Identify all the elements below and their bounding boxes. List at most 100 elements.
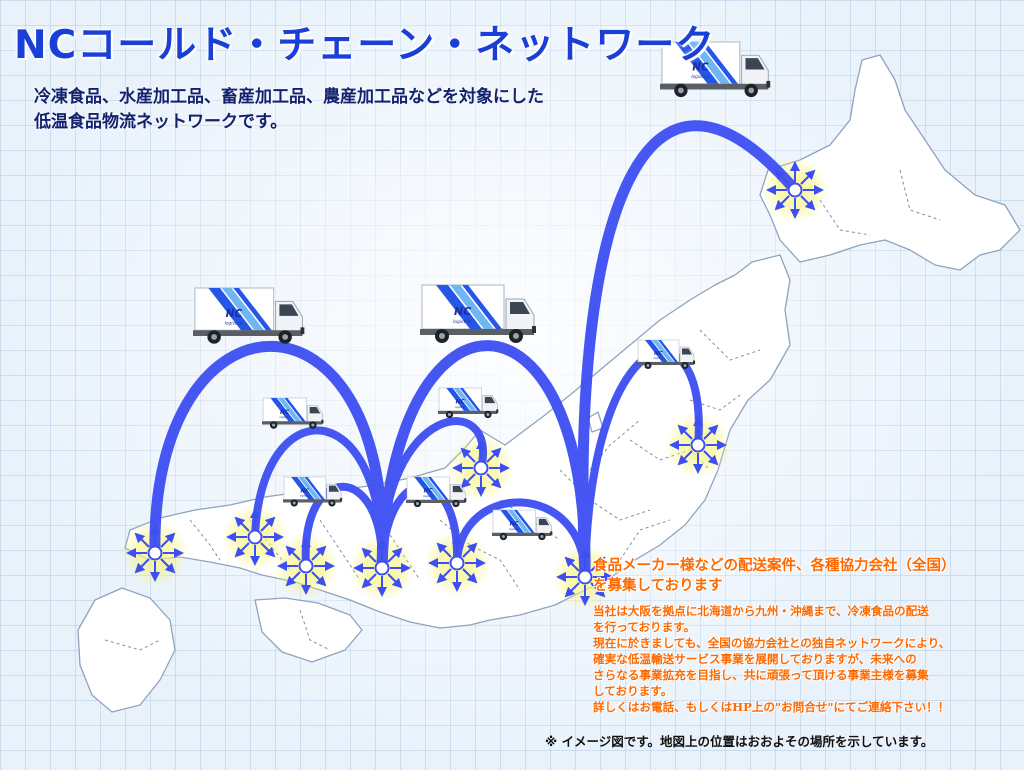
svg-text:logistics: logistics [279,416,289,419]
hub-node-icon [669,416,727,474]
hub-node-icon [452,439,510,497]
recruit-body-line: を行っております。 [593,620,696,634]
svg-text:logistics: logistics [654,357,664,360]
recruit-body-line: 現在に於きましても、全国の協力会社との独自ネットワークにより、 [593,636,951,650]
shikoku-shape [254,597,363,663]
direction-arrow-icon [387,573,403,589]
direction-arrow-icon [774,169,790,185]
recruit-body: 当社は大阪を拠点に北海道から九州・沖縄まで、冷凍食品の配送 を行っております。 … [593,603,1013,715]
direction-arrow-icon [160,558,176,574]
truck-icon: NC logistics [283,476,343,507]
footnote: ※ イメージ図です。地図上の位置はおおよその場所を示しています。 [545,734,934,749]
direction-arrow-icon [361,573,377,589]
direction-arrow-icon [800,195,816,211]
svg-text:logistics: logistics [225,320,243,326]
direction-arrow-icon [703,450,719,466]
direction-arrow-icon [460,447,476,463]
truck-icon: NC logistics [660,41,771,98]
recruit-heading: 食品メーカー様などの配送案件、各種協力会社（全国） を募集しております [593,556,1018,596]
direction-arrow-icon [590,582,606,598]
svg-text:logistics: logistics [509,528,519,531]
route-arc-hokkaido [577,120,801,583]
svg-text:logistics: logistics [691,74,709,80]
recruit-heading-line: 食品メーカー様などの配送案件、各種協力会社（全国） [593,558,956,574]
svg-text:NC: NC [300,488,310,494]
direction-arrow-icon [160,532,176,548]
direction-arrow-icon [462,568,478,584]
svg-text:NC: NC [510,522,520,528]
svg-text:NC: NC [456,400,466,406]
direction-arrow-icon [486,473,502,489]
direction-arrow-icon [703,424,719,440]
direction-arrow-icon [564,556,580,572]
svg-text:logistics: logistics [423,495,433,498]
truck-icon: NC logistics [492,509,553,541]
svg-text:NC: NC [424,489,434,495]
svg-text:logistics: logistics [455,406,465,409]
direction-arrow-icon [260,542,276,558]
route-arc-kyushu [149,341,388,574]
route-arc-chugoku [251,426,387,572]
svg-text:logistics: logistics [453,319,472,325]
recruit-heading-line: を募集しております [593,578,723,594]
svg-text:NC: NC [692,62,709,74]
svg-text:NC: NC [280,410,290,416]
route-arc-tokai [453,498,589,581]
truck-icon: NC logistics [406,476,467,508]
direction-arrow-icon [285,571,301,587]
direction-arrow-icon [311,545,327,561]
route-arc-shikoku [301,482,387,572]
hub-node-icon [353,539,411,597]
svg-text:logistics: logistics [300,494,310,497]
direction-arrow-icon [285,545,301,561]
subtitle-line: 低温食品物流ネットワークです。 [34,112,288,132]
page-subtitle: 冷凍食品、水産加工品、畜産加工品、農産加工品などを対象にした 低温食品物流ネット… [34,85,654,135]
truck-icon: NC logistics [420,284,536,343]
recruit-body-line: 確実な低温輸送サービス事業を展開しておりますが、未来への [593,652,917,666]
kyushu-shape [77,587,176,713]
recruit-body-line: 詳しくはお電話、もしくはHP上の"お問合せ"にてご連絡下さい！！ [593,700,950,714]
hub-node-icon [428,534,486,592]
direction-arrow-icon [462,542,478,558]
direction-arrow-icon [234,516,250,532]
hub-node-icon [766,161,824,219]
truck-icon: NC logistics [262,397,324,429]
hub-nodes [126,161,824,606]
truck-icon: NC logistics [438,387,499,419]
trucks: NC logistics NC logistics [193,41,771,541]
direction-arrow-icon [677,424,693,440]
direction-arrow-icon [564,582,580,598]
hub-node-icon [126,524,184,582]
truck-icon: NC logistics [637,339,695,369]
direction-arrow-icon [134,558,150,574]
direction-arrow-icon [800,169,816,185]
direction-arrow-icon [436,542,452,558]
recruit-body-line: しております。 [593,684,673,698]
direction-arrow-icon [486,447,502,463]
direction-arrow-icon [311,571,327,587]
japan-map [77,54,1021,713]
svg-text:NC: NC [454,305,471,318]
direction-arrow-icon [260,516,276,532]
direction-arrow-icon [436,568,452,584]
recruit-body-line: さらなる事業拡充を目指し、共に頑張って頂ける事業主様を募集 [593,668,929,682]
page-title: NCコールド・チェーン・ネットワーク [14,23,716,68]
hub-node-icon [226,508,284,566]
direction-arrow-icon [460,473,476,489]
route-arc-chubu [376,340,591,583]
honshu-shape [124,254,791,629]
direction-arrow-icon [590,556,606,572]
subtitle-line: 冷凍食品、水産加工品、畜産加工品、農産加工品などを対象にした [34,87,544,107]
direction-arrow-icon [134,532,150,548]
direction-arrow-icon [387,547,403,563]
svg-text:NC: NC [226,308,243,320]
direction-arrow-icon [774,195,790,211]
direction-arrow-icon [234,542,250,558]
direction-arrow-icon [677,450,693,466]
recruit-body-line: 当社は大阪を拠点に北海道から九州・沖縄まで、冷凍食品の配送 [593,604,929,618]
hub-node-icon [277,537,335,595]
truck-icon: NC logistics [193,287,305,344]
hub-node-icon [556,548,614,606]
svg-text:NC: NC [654,351,663,357]
